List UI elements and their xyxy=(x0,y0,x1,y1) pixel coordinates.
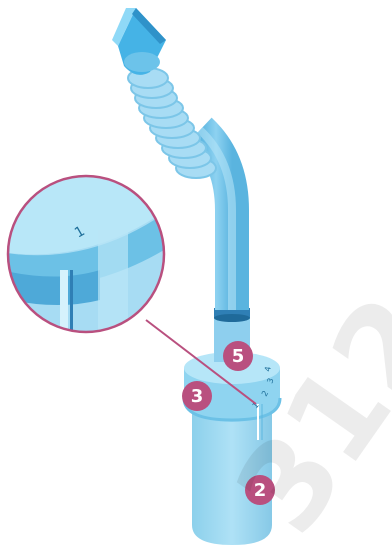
dial-mark: 3 xyxy=(265,377,275,385)
dial-mark: 4 xyxy=(263,366,273,373)
corrugated-section xyxy=(127,67,217,179)
callout-number: 5 xyxy=(232,346,245,367)
callout-badge-spout: 5 xyxy=(223,341,253,371)
flexible-tube xyxy=(187,117,249,310)
magnifier-leader-line xyxy=(145,319,257,405)
dial-mark: 1 xyxy=(251,401,261,411)
callout-badge-dial: 3 xyxy=(182,381,212,411)
dial-mark: 2 xyxy=(260,389,270,398)
magnifier: 1 xyxy=(6,174,166,334)
callout-number: 2 xyxy=(254,480,267,501)
callout-number: 3 xyxy=(191,386,204,407)
mouthpiece xyxy=(112,8,166,75)
callout-badge-container: 2 xyxy=(245,475,275,505)
dial-ticks: 1 2 3 4 xyxy=(251,366,276,411)
